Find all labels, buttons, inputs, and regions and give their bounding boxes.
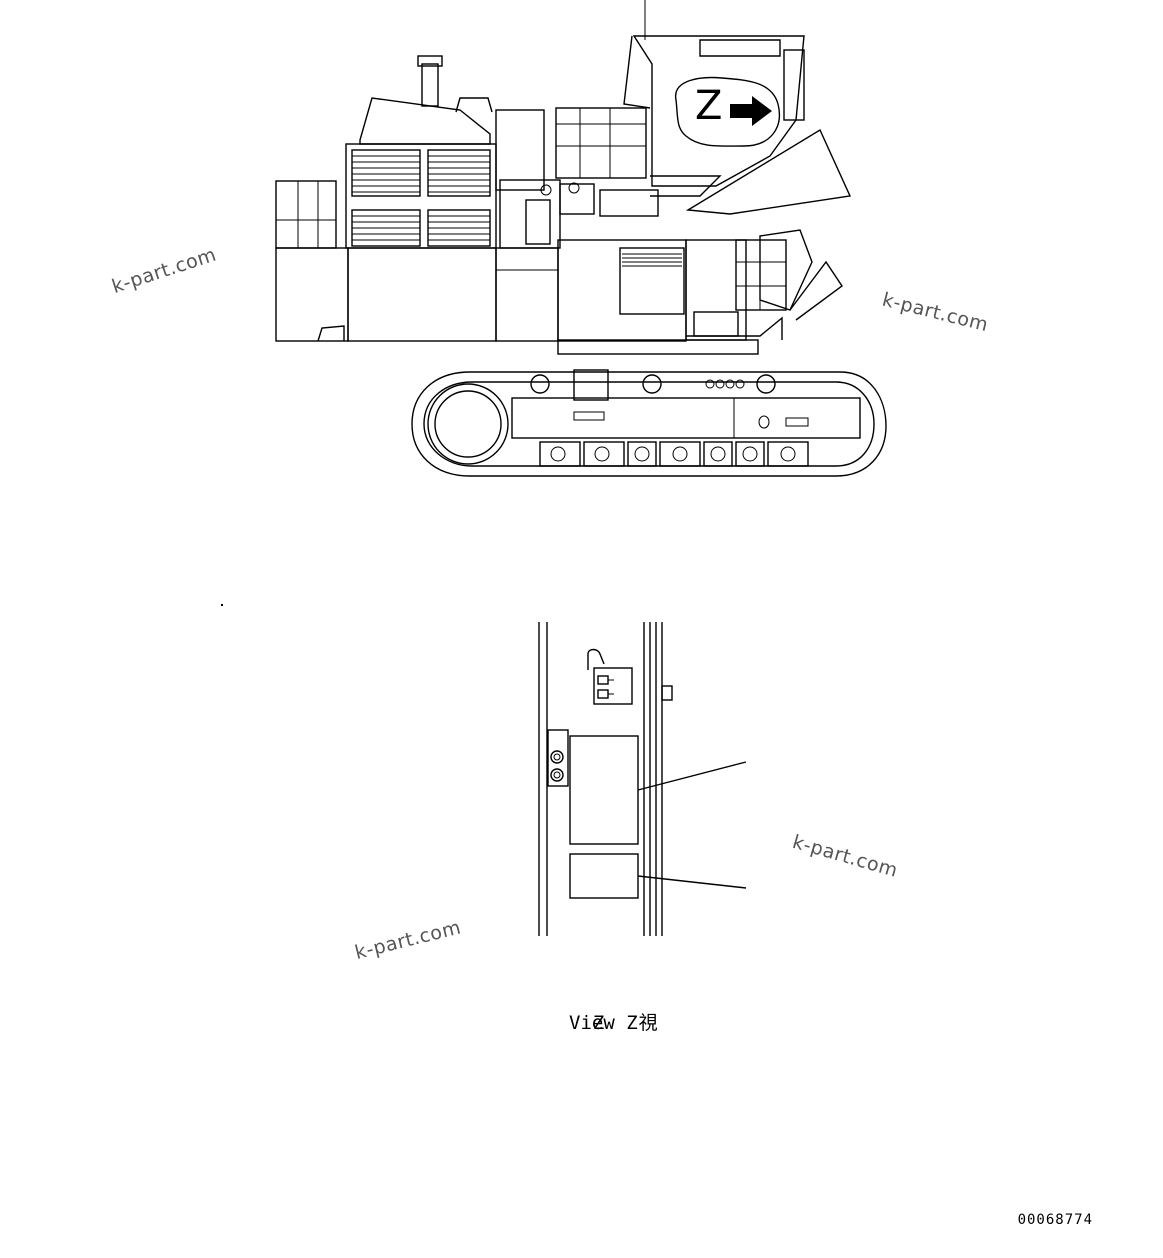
plate-upper — [569, 735, 639, 845]
arrow-right-icon — [730, 96, 772, 126]
watermark-3: k-part.com — [790, 830, 901, 882]
view-z-callout — [675, 76, 780, 147]
view-caption-line2: View Z — [569, 1012, 638, 1034]
view-z-letter: Z — [695, 83, 723, 129]
plate-lower — [569, 853, 639, 899]
stray-mark — [221, 604, 223, 606]
excavator-side-view — [275, 0, 887, 477]
caption-kanji: 視 — [638, 1012, 658, 1034]
caption-letter: Z — [592, 1012, 605, 1034]
view-caption-line1: Z 視 — [570, 986, 658, 1035]
watermark-4: k-part.com — [352, 916, 464, 964]
document-number: 00068774 — [1017, 1212, 1093, 1228]
